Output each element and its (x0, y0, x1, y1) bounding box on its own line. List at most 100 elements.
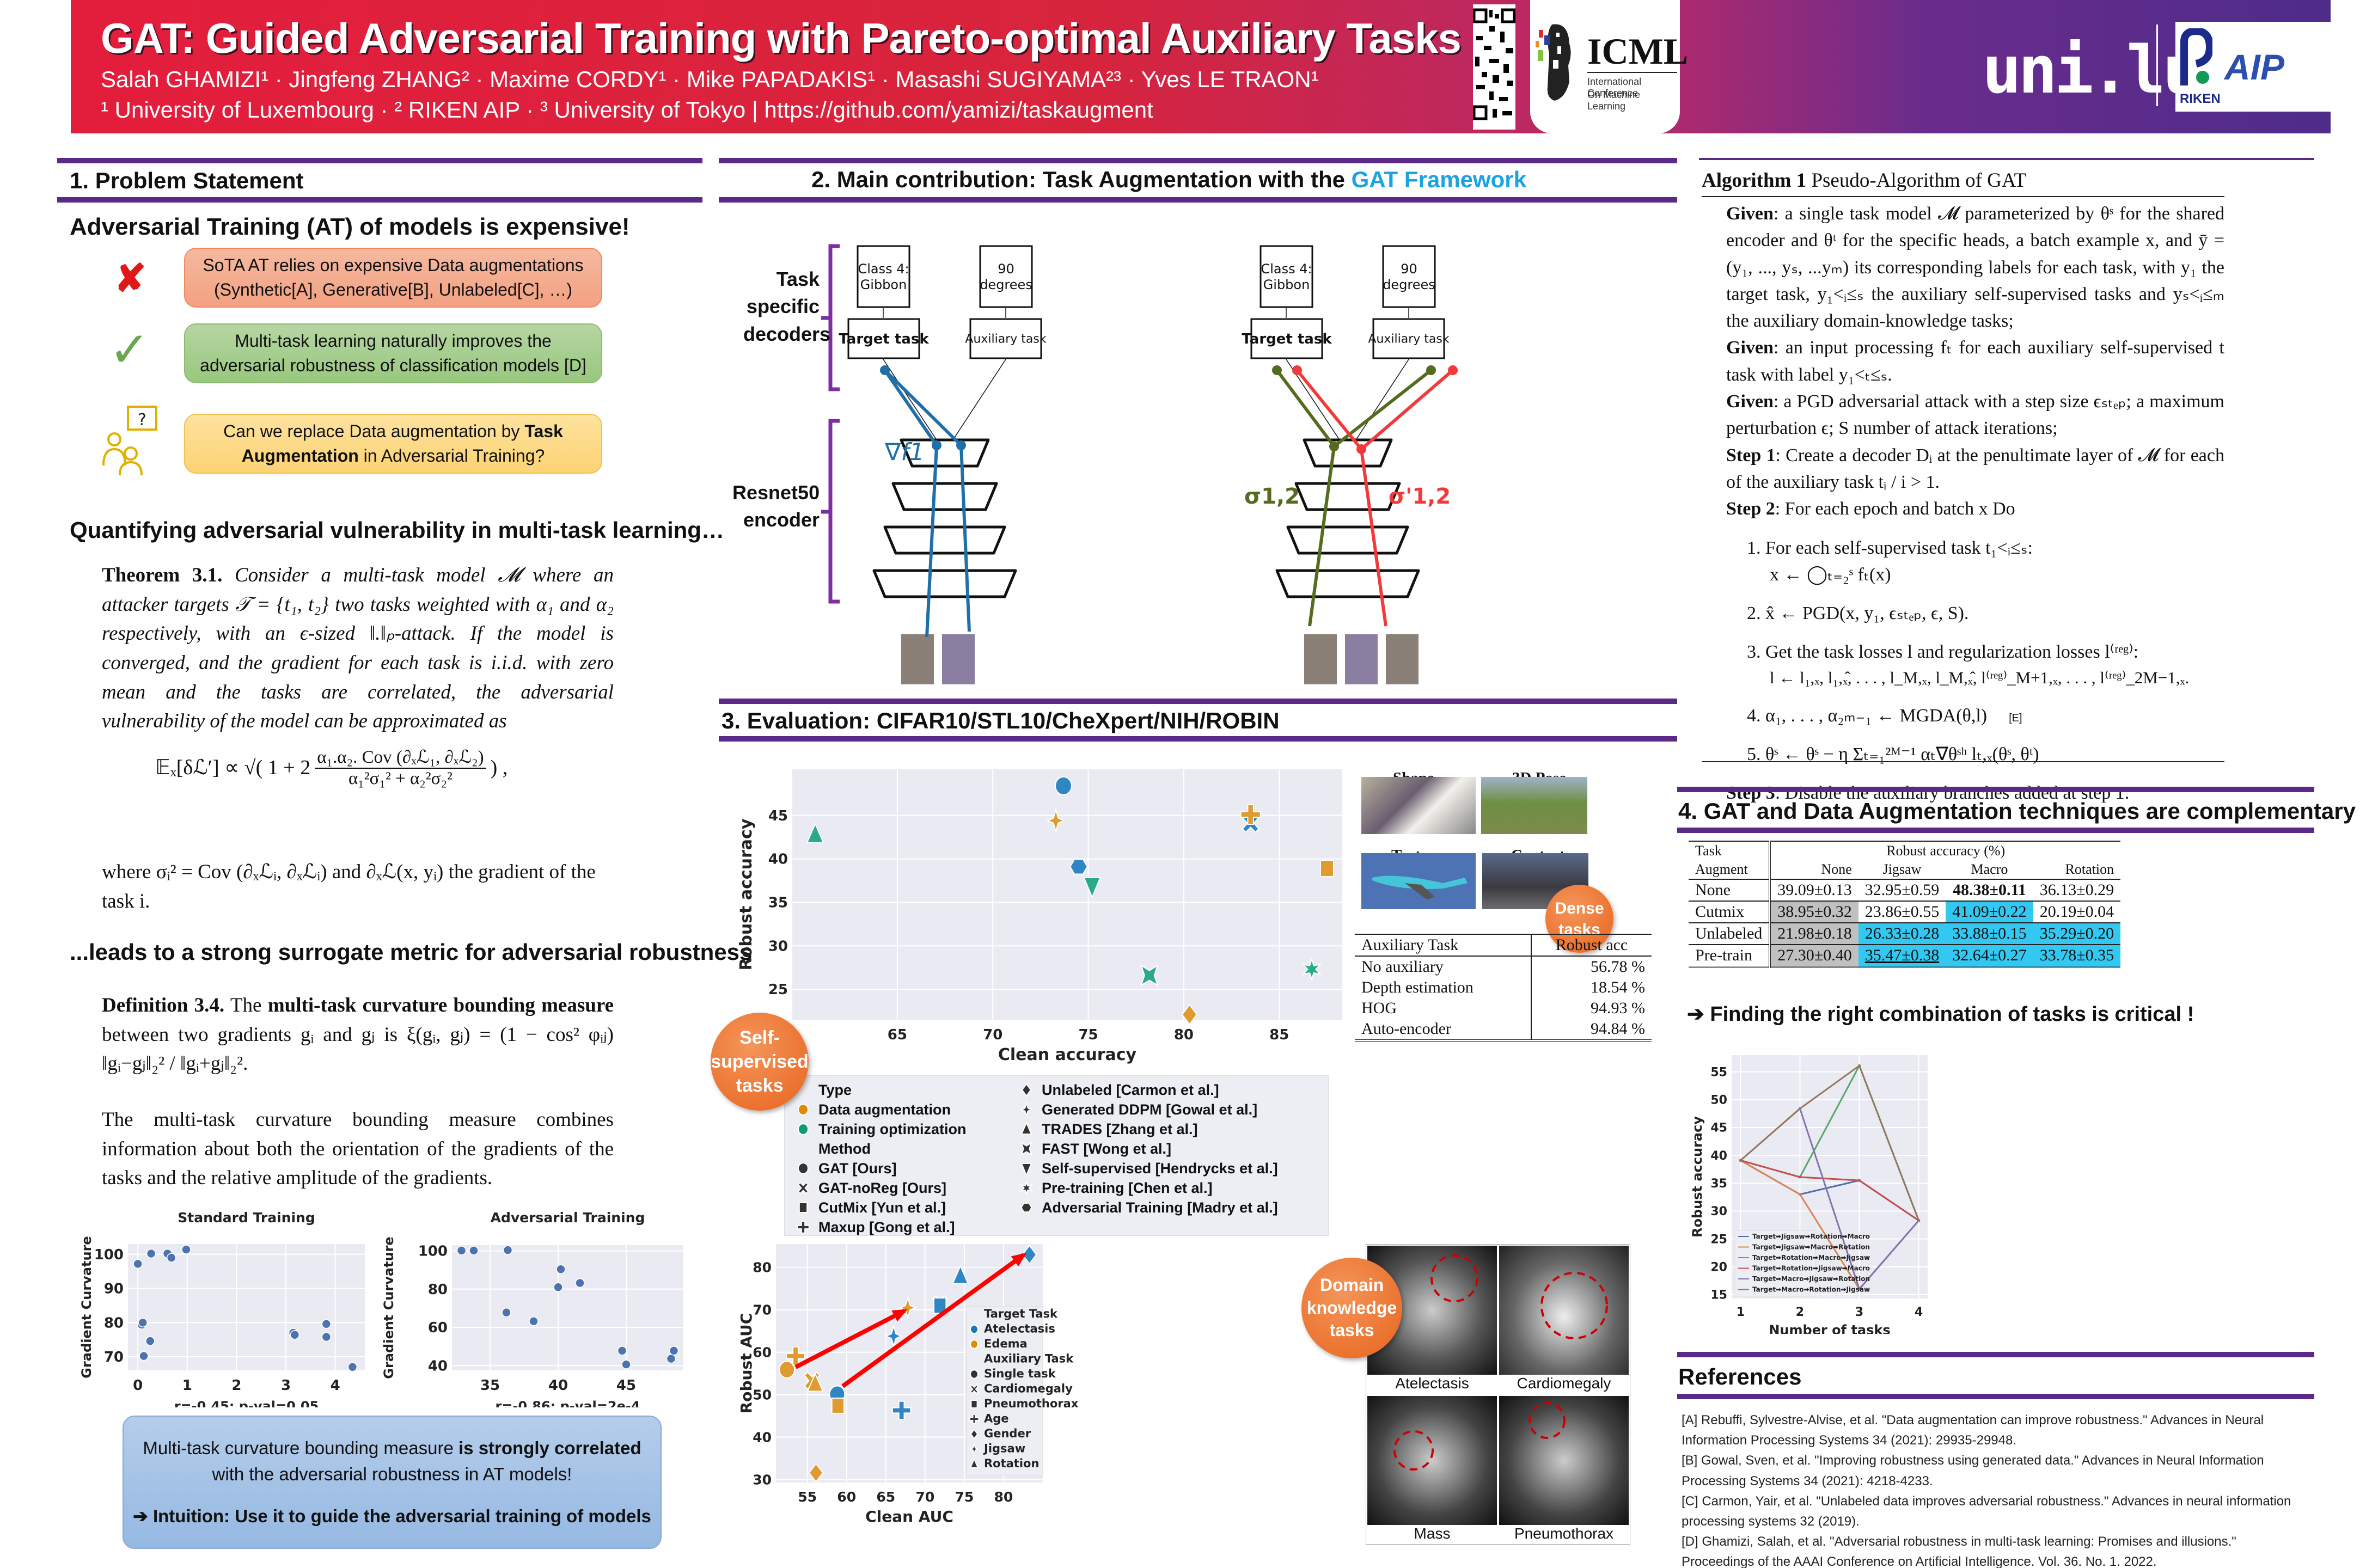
badge-domain-knowledge: Domain knowledge tasks (1301, 1258, 1402, 1358)
improvement-arrow (794, 1308, 906, 1369)
legend-marker (969, 1442, 980, 1456)
legend-label: Auxiliary Task (984, 1352, 1074, 1365)
data-point (575, 1278, 585, 1288)
y-axis-label: Robust accuracy (1690, 1116, 1705, 1238)
input-panda-image (901, 634, 934, 684)
icml-logo: ICML International Conference On Machine… (1530, 0, 1688, 133)
legend-item: GAT [Ours] (796, 1160, 897, 1177)
encoder-layer (872, 569, 1017, 598)
legend-label: Jigsaw (983, 1442, 1025, 1455)
reference-item[interactable]: [D] Ghamizi, Salah, et al. "Adversarial … (1682, 1534, 2236, 1568)
ref-e-link[interactable]: [E] (2009, 712, 2022, 724)
legend-label: Generated DDPM [Gowal et al.] (1042, 1101, 1258, 1118)
table-cell: 27.30±0.40 (1770, 945, 1858, 967)
intuition-text: ➔ Intuition: Use it to guide the adversa… (133, 1506, 651, 1527)
data-point (1798, 1193, 1801, 1196)
reference-item[interactable]: [A] Rebuffi, Sylvestre-Alvise, et al. "D… (1682, 1413, 2264, 1448)
y-tick-label: 15 (1710, 1289, 1727, 1302)
xray-label-atelectasis: Atelectasis (1395, 1375, 1469, 1392)
data-point (1054, 776, 1072, 795)
x-axis-label: r=-0.45; p-val=0.05 (174, 1399, 319, 1407)
y-axis-label: Gradient Curvature (79, 1236, 94, 1378)
data-point (456, 1246, 467, 1255)
perturbation-noise-image (942, 634, 975, 684)
legend-marker (969, 1384, 979, 1394)
table-cell: 33.78±0.35 (2033, 945, 2121, 967)
definition-3-4: Definition 3.4. The multi-task curvature… (102, 994, 614, 1075)
icml-sub2: On Machine Learning (1587, 89, 1641, 112)
legend-item: CutMix [Yun et al.] (796, 1199, 946, 1216)
x-tick-label: 70 (983, 1027, 1002, 1043)
data-point (1798, 1107, 1801, 1110)
card-task-augmentation-question: Can we replace Data augmentation by Task… (184, 414, 602, 474)
table-cell: 36.13±0.29 (2039, 881, 2114, 899)
encoder-layer (891, 482, 998, 511)
arrow-head (891, 1309, 908, 1322)
data-point (146, 1248, 156, 1259)
legend-marker (1020, 1101, 1033, 1118)
x-axis-label: r=-0.86; p-val=2e-4 (495, 1399, 640, 1407)
xray-pneumothorax (1499, 1396, 1629, 1525)
data-point (1858, 1288, 1861, 1291)
section3-top-rule (719, 699, 1677, 704)
augmentation-table: Task Robust accuracy (%) Augment None Ji… (1689, 841, 2121, 968)
y-tick-label: 35 (1710, 1177, 1727, 1191)
legend-label: FAST [Wong et al.] (1042, 1140, 1171, 1157)
algorithm-substep: 3. Get the task losses l and regularizat… (1747, 642, 2139, 663)
y-axis-label: Robust AUC (738, 1313, 755, 1414)
header-banner (71, 0, 2331, 133)
icml-logo-text: ICML (1587, 30, 1689, 72)
y-tick-label: 100 (94, 1247, 124, 1263)
data-point (167, 1253, 176, 1263)
section4-top-rule (1677, 787, 2314, 792)
legend-marker (1021, 1083, 1032, 1097)
legend-marker-icon (1019, 1180, 1034, 1196)
data-point (1301, 958, 1322, 981)
legend-marker (970, 1324, 979, 1334)
chart-title: Standard Training (178, 1210, 315, 1226)
table-cell: 39.09±0.13 (1777, 881, 1852, 899)
legend-marker (970, 1369, 979, 1379)
x-tick-label: 3 (281, 1377, 291, 1394)
unilu-logo: uni.lu (1982, 33, 2202, 108)
subheading-quantifying: Quantifying adversarial vulnerability in… (70, 517, 724, 543)
table-cell: 21.98±0.18 (1770, 923, 1858, 945)
references-top-rule (1677, 1352, 2314, 1357)
data-point (321, 1332, 332, 1342)
y-tick-label: 70 (753, 1302, 772, 1318)
legend-item: Method (796, 1140, 871, 1157)
reference-item[interactable]: [B] Gowal, Sven, et al. "Improving robus… (1682, 1453, 2264, 1489)
check-icon: ✓ (109, 323, 150, 377)
target-task-head-text: Target task (839, 331, 929, 347)
target-task-head-text: Target task (1242, 331, 1332, 347)
data-point (1739, 1159, 1742, 1162)
image-texture-airplane (1361, 853, 1476, 909)
table-cell: 38.95±0.32 (1770, 901, 1858, 923)
x-tick-label: 80 (1174, 1027, 1194, 1043)
data-point (617, 1346, 627, 1356)
legend-marker (798, 1202, 808, 1213)
legend-marker (797, 1221, 810, 1234)
output-class-box (857, 245, 910, 308)
legend-item: GAT-noReg [Ours] (796, 1179, 946, 1197)
data-point (1046, 808, 1066, 834)
legend-label: GAT-noReg [Ours] (818, 1179, 946, 1196)
y-tick-label: 55 (1710, 1065, 1727, 1079)
y-tick-label: 80 (428, 1282, 448, 1298)
encoder-layer (1294, 482, 1401, 511)
y-tick-label: 60 (428, 1320, 448, 1336)
reference-item[interactable]: [C] Carmon, Yair, et al. "Unlabeled data… (1682, 1493, 2291, 1529)
auxiliary-task-head-text: Auxiliary task (1368, 333, 1449, 346)
legend-marker-icon (798, 1104, 809, 1116)
y-axis-label: Gradient Curvature (381, 1236, 396, 1379)
data-point (290, 1330, 300, 1340)
legend-label: TRADES [Zhang et al.] (1042, 1120, 1198, 1137)
qr-code-icon[interactable] (1472, 4, 1516, 130)
